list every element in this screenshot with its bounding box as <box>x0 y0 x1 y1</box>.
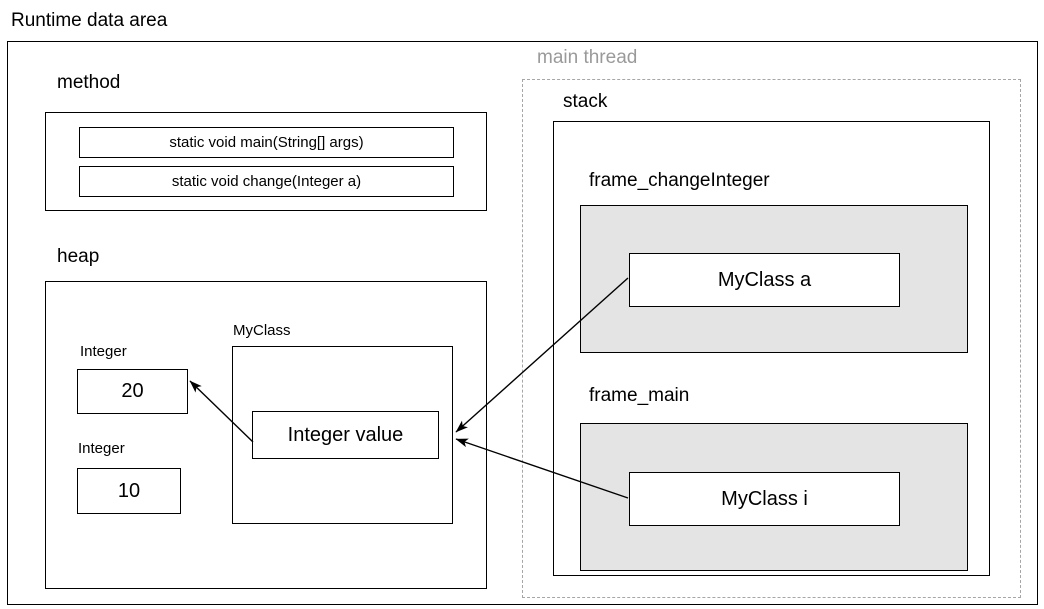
main-thread-label: main thread <box>537 47 638 68</box>
method-area-box: static void main(String[] args) static v… <box>45 112 487 211</box>
runtime-data-area-box <box>7 41 1038 605</box>
integer-10-box: 10 <box>77 468 181 514</box>
method-entry-change-label: static void change(Integer a) <box>171 173 362 190</box>
heap-area-label: heap <box>57 246 100 267</box>
method-entry-main: static void main(String[] args) <box>79 127 454 158</box>
method-area-label: method <box>57 72 121 93</box>
frame-main-box: MyClass i <box>580 423 968 571</box>
frame-changeinteger-label: frame_changeInteger <box>589 170 770 191</box>
integer-20-box: 20 <box>77 369 188 414</box>
frame-main-label: frame_main <box>589 385 690 406</box>
stack-label: stack <box>563 91 608 112</box>
myclass-object-label: MyClass <box>233 322 291 339</box>
method-entry-change: static void change(Integer a) <box>79 166 454 197</box>
page-title: Runtime data area <box>11 10 168 31</box>
frame-changeinteger-box: MyClass a <box>580 205 968 353</box>
frame-main-variable-label: MyClass i <box>721 487 808 510</box>
integer-20-value: 20 <box>121 380 144 402</box>
integer-20-type-label: Integer <box>80 343 127 360</box>
frame-changeinteger-variable-box: MyClass a <box>629 253 900 307</box>
heap-area-box <box>45 281 487 589</box>
integer-10-value: 10 <box>117 479 141 502</box>
frame-main-variable-box: MyClass i <box>629 472 900 526</box>
frame-changeinteger-variable-label: MyClass a <box>717 268 812 291</box>
integer-10-type-label: Integer <box>78 440 125 457</box>
myclass-field-value-label: Integer value <box>287 423 404 446</box>
method-entry-main-label: static void main(String[] args) <box>169 134 364 151</box>
myclass-object-box: Integer value <box>232 346 453 524</box>
myclass-field-value-box: Integer value <box>252 411 439 459</box>
